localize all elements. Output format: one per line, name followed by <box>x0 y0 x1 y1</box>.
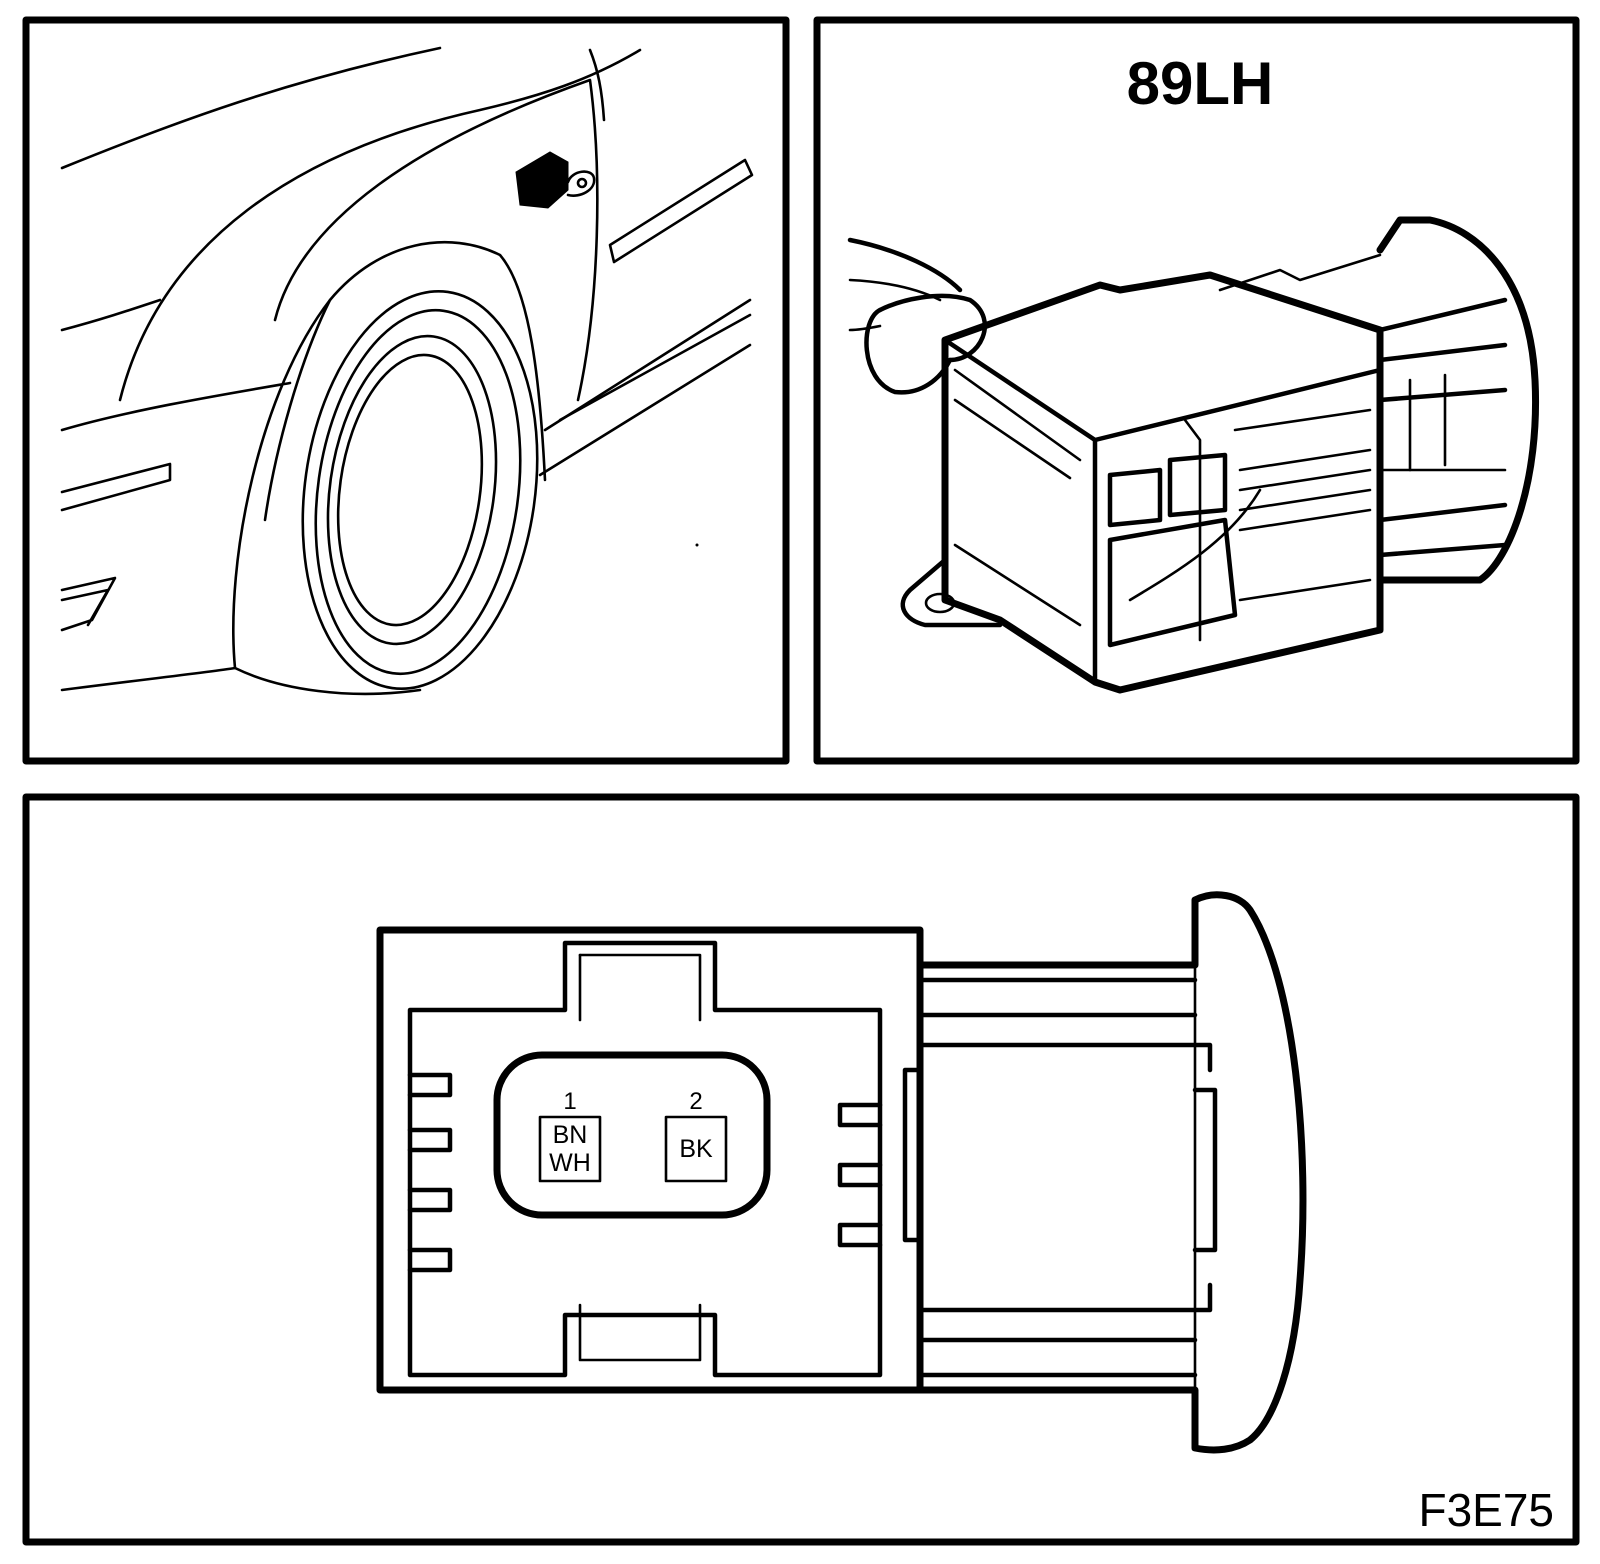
connector-panel: 89LH <box>813 16 1580 765</box>
pin-2-number: 2 <box>689 1088 702 1115</box>
connector-panel-frame <box>813 16 1580 765</box>
figure-code: F3E75 <box>1418 1484 1554 1536</box>
pin-1-box <box>538 1115 602 1183</box>
connector-face-icon: 1 BN WH 2 BK <box>376 891 1307 1454</box>
pin-2-box <box>664 1115 728 1183</box>
car-front-wheel-icon <box>60 46 754 696</box>
connector-title: 89LH <box>1127 50 1274 117</box>
connector-housing-icon <box>847 216 1540 694</box>
side-marker-icon <box>515 151 596 209</box>
face-housing-outline <box>376 926 924 1394</box>
pin-1: 1 BN WH <box>538 1088 602 1183</box>
location-panel <box>22 16 790 765</box>
location-panel-frame <box>22 16 790 765</box>
pin-pocket <box>493 1051 771 1219</box>
pin-1-number: 1 <box>563 1088 576 1115</box>
pin-2: 2 BK <box>664 1088 728 1183</box>
pin-1-color-line2: WH <box>549 1149 591 1177</box>
face-panel: 1 BN WH 2 BK <box>22 793 1580 1546</box>
pin-1-color-line1: BN <box>553 1121 588 1149</box>
pin-2-color-line1: BK <box>679 1135 713 1163</box>
face-panel-frame <box>22 793 1580 1546</box>
